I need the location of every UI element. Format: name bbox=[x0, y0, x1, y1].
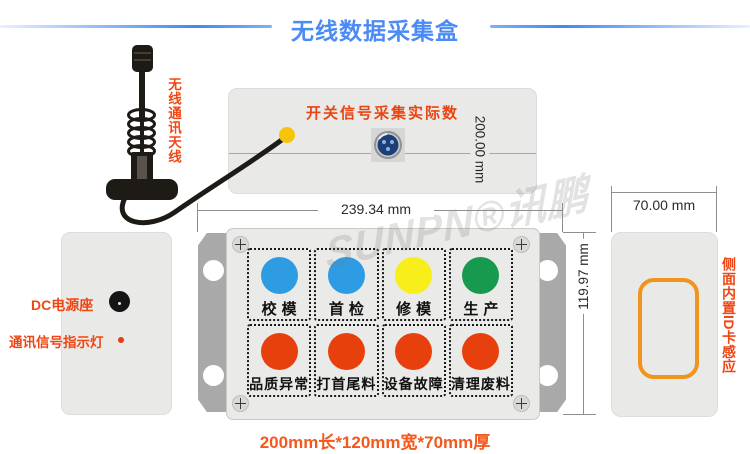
device-button-label: 生产 bbox=[463, 301, 504, 318]
device-button-cell: 生产 bbox=[448, 248, 513, 321]
dim-width-tick-left bbox=[197, 203, 198, 232]
antenna-label: 无线通讯天线 bbox=[166, 77, 181, 164]
mounting-hole bbox=[537, 260, 558, 281]
dim-length: 200.00 mm bbox=[465, 105, 495, 193]
dim-height-line bbox=[583, 232, 584, 414]
corner-screw-icon bbox=[513, 395, 530, 412]
device-button-cell: 品质异常 bbox=[247, 324, 312, 397]
mounting-hole bbox=[203, 365, 224, 386]
dim-depth-label: 70.00 mm bbox=[632, 197, 696, 213]
footer-dimensions: 200mm长*120mm宽*70mm厚 bbox=[259, 433, 491, 452]
dc-socket-icon bbox=[109, 291, 130, 312]
device-button-cell: 校模 bbox=[247, 248, 312, 321]
device-button bbox=[462, 257, 500, 294]
side-panel bbox=[611, 232, 718, 417]
device-button-cell: 首检 bbox=[314, 248, 379, 321]
dim-height-tick-bottom bbox=[563, 414, 596, 415]
page-title: 无线数据采集盒 bbox=[291, 18, 459, 44]
corner-screw-icon bbox=[232, 236, 249, 253]
device-button-cell: 修模 bbox=[381, 248, 446, 321]
side-feature-label: 侧面内置ID卡感应 bbox=[721, 257, 737, 374]
top-view-label: 开关信号采集实际数 bbox=[305, 105, 459, 122]
device-button bbox=[395, 333, 433, 370]
dim-depth-line bbox=[611, 192, 717, 193]
device-button bbox=[462, 333, 500, 370]
dim-width-tick-right bbox=[562, 203, 563, 232]
dc-power-label: DC电源座 bbox=[31, 297, 94, 313]
device-button bbox=[395, 257, 433, 294]
device-button bbox=[260, 333, 298, 370]
back-panel bbox=[61, 232, 172, 415]
device-button-label: 首检 bbox=[328, 301, 369, 318]
aviation-connector-icon bbox=[371, 128, 405, 162]
device-button-label: 校模 bbox=[261, 301, 302, 318]
dim-height: 119.97 mm bbox=[565, 236, 601, 316]
signal-indicator-label: 通讯信号指示灯 bbox=[9, 335, 104, 350]
device-button bbox=[327, 257, 365, 294]
device-button-label: 品质异常 bbox=[249, 376, 310, 392]
device-button bbox=[260, 257, 298, 294]
dim-width-label: 239.34 mm bbox=[318, 201, 434, 217]
mounting-hole bbox=[537, 365, 558, 386]
dim-height-label: 119.97 mm bbox=[573, 238, 593, 314]
device-button-label: 修模 bbox=[396, 301, 437, 318]
device-button-label: 清理废料 bbox=[450, 376, 511, 392]
device-button-cell: 清理废料 bbox=[448, 324, 513, 397]
device-button-cell: 打首尾料 bbox=[314, 324, 379, 397]
mounting-hole bbox=[203, 260, 224, 281]
id-card-zone bbox=[638, 278, 699, 379]
signal-led-icon bbox=[118, 337, 124, 343]
corner-screw-icon bbox=[513, 236, 530, 253]
dim-height-tick-top bbox=[563, 232, 596, 233]
corner-screw-icon bbox=[232, 395, 249, 412]
header-divider-left bbox=[0, 25, 272, 28]
top-view-panel: 开关信号采集实际数 200.00 mm bbox=[228, 88, 537, 194]
dim-length-label: 200.00 mm bbox=[470, 111, 490, 187]
device-button-label: 设备故障 bbox=[383, 376, 444, 392]
header-divider-right bbox=[490, 25, 750, 28]
device-button bbox=[327, 333, 365, 370]
dim-depth-tick-left bbox=[611, 186, 612, 232]
device-button-cell: 设备故障 bbox=[381, 324, 446, 397]
button-grid: 校模 首检 修模 生产品质异常打首尾料设备故障清理废料 bbox=[247, 248, 513, 397]
device-button-label: 打首尾料 bbox=[316, 376, 377, 392]
dim-depth-tick-right bbox=[716, 186, 717, 232]
